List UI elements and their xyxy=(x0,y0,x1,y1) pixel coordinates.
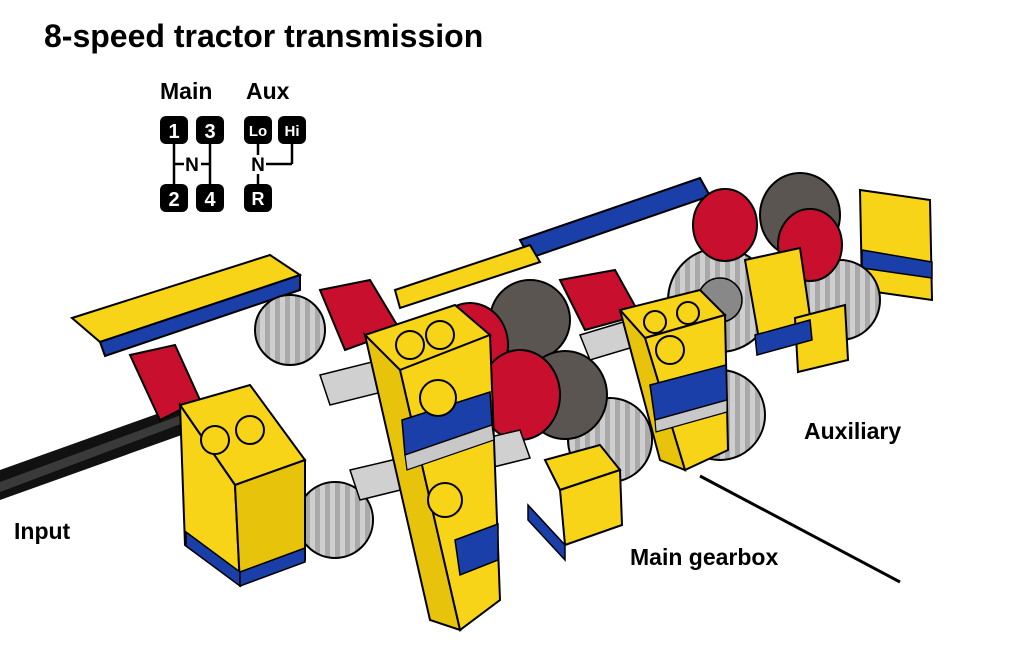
shift-pattern-aux-heading: Aux xyxy=(246,78,290,104)
label-auxiliary: Auxiliary xyxy=(804,418,902,444)
gear-key-3: 3 xyxy=(196,116,224,144)
svg-text:3: 3 xyxy=(204,121,215,143)
svg-text:R: R xyxy=(252,189,265,209)
main-neutral-label: N xyxy=(185,155,199,176)
frame-rear xyxy=(69,176,934,358)
gear-key-hi: Hi xyxy=(278,116,306,144)
shift-pattern-main-heading: Main xyxy=(160,78,213,104)
label-main-gearbox: Main gearbox xyxy=(630,544,779,570)
gear-key-lo: Lo xyxy=(244,116,272,144)
svg-text:2: 2 xyxy=(168,189,179,211)
svg-text:1: 1 xyxy=(168,121,179,143)
svg-text:4: 4 xyxy=(204,189,216,211)
yellow-beams xyxy=(178,246,850,632)
shift-pattern-diagram: 1 3 2 4 N Lo Hi R N xyxy=(160,116,306,212)
gear-key-r: R xyxy=(244,184,272,212)
aux-gate-lines xyxy=(256,144,294,184)
main-gearbox-leader-line xyxy=(699,474,901,584)
main-gate-lines xyxy=(172,144,212,184)
gear-key-2: 2 xyxy=(160,184,188,212)
input-axle xyxy=(0,405,190,500)
svg-text:Hi: Hi xyxy=(285,123,300,140)
aux-neutral-label: N xyxy=(251,155,265,176)
diagram-title: 8-speed tractor transmission xyxy=(44,18,484,54)
label-input: Input xyxy=(14,518,71,544)
gear-key-4: 4 xyxy=(196,184,224,212)
gear-key-1: 1 xyxy=(160,116,188,144)
svg-text:Lo: Lo xyxy=(249,123,267,140)
